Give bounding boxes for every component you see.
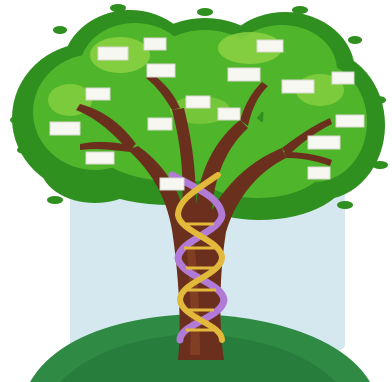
blank-label <box>186 96 210 108</box>
blank-label <box>218 108 240 120</box>
blank-label <box>86 88 110 100</box>
blank-label <box>308 136 340 149</box>
blank-label <box>86 152 114 164</box>
blank-label <box>147 64 175 77</box>
blank-label <box>50 122 80 135</box>
blank-label <box>160 178 184 190</box>
blank-label <box>332 72 354 84</box>
blank-label <box>228 68 260 81</box>
blank-label <box>144 38 166 50</box>
blank-label <box>148 118 172 130</box>
blank-label <box>98 47 128 60</box>
blank-label <box>336 115 364 127</box>
blank-label <box>282 80 314 93</box>
blank-label <box>308 167 330 179</box>
blank-label <box>257 40 283 52</box>
